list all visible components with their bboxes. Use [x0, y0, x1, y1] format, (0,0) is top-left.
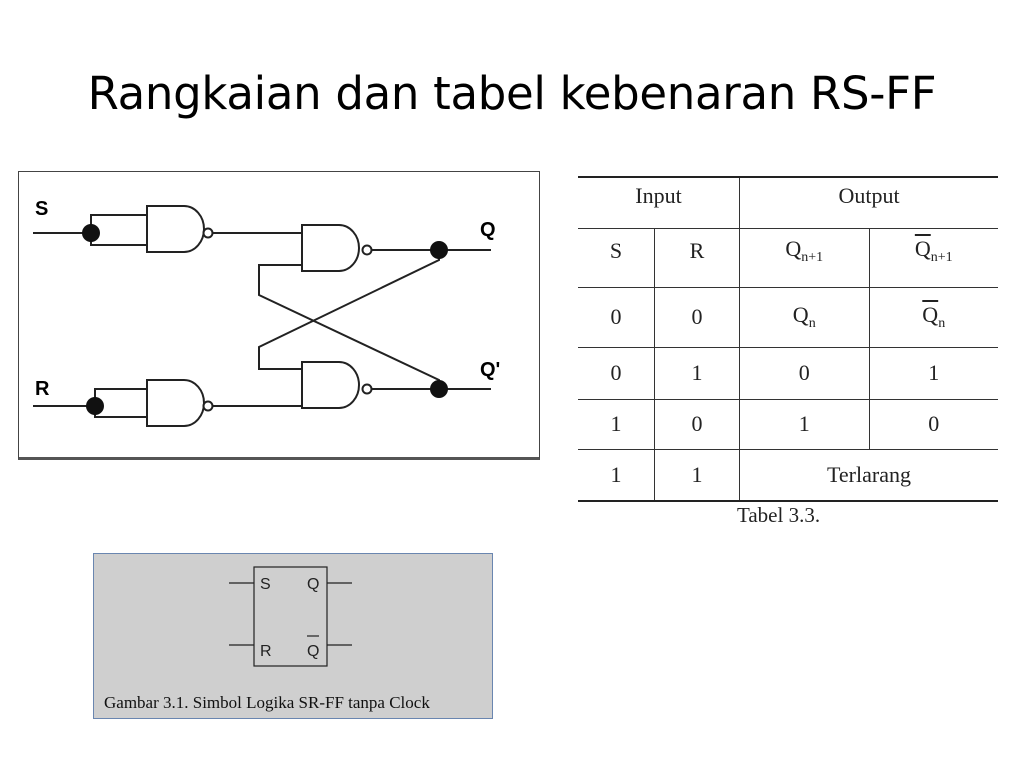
srff-symbol-figure: S R Q Q Gambar 3.1. Simbol Logika SR-FF … [93, 553, 493, 719]
label-q: Q [480, 219, 496, 241]
nand-bubble-upper [361, 244, 373, 256]
pin-q: Q [307, 576, 319, 593]
junction-dot [86, 397, 104, 415]
nand-bubble-s [202, 227, 214, 239]
nand-bubble-lower [361, 383, 373, 395]
col-r: R [654, 227, 740, 288]
nand-bubble-r [202, 400, 214, 412]
junction-dot [82, 224, 100, 242]
table-row: 0 1 0 1 [578, 346, 998, 400]
slide-title: Rangkaian dan tabel kebenaran RS-FF [87, 67, 937, 120]
table-row: 0 0 Qn Qn [578, 286, 998, 348]
pin-qbar: Q [307, 643, 319, 660]
nand-latch-schematic: S R Q Q' [33, 198, 500, 427]
nand-gate-lower [301, 361, 360, 409]
truth-table: Input Output S R Qn+1 Qn+1 0 0 Qn Qn 0 1… [578, 176, 998, 502]
symbol-caption: Gambar 3.1. Simbol Logika SR-FF tanpa Cl… [104, 693, 430, 712]
label-q-prime: Q' [480, 359, 500, 381]
flipflop-block [253, 566, 328, 667]
pin-s: S [260, 576, 271, 593]
col-q-next: Qn+1 [739, 227, 870, 288]
junction-dot [430, 241, 448, 259]
nand-gate-r [146, 379, 205, 427]
pin-r: R [260, 643, 272, 660]
table-row: 1 1 Terlarang [578, 448, 998, 502]
nand-gate-s [146, 205, 205, 253]
header-input: Input [578, 176, 740, 229]
srff-symbol: S R Q Q [229, 566, 352, 667]
junction-dot [430, 380, 448, 398]
table-caption: Tabel 3.3. [737, 503, 821, 527]
table-row: 1 0 1 0 [578, 398, 998, 450]
label-s: S [35, 198, 48, 220]
circuit-diagram: S R Q Q' [18, 171, 540, 460]
label-r: R [35, 378, 50, 400]
nand-gate-upper [301, 224, 360, 272]
header-output: Output [739, 176, 998, 229]
col-s: S [578, 227, 655, 288]
col-qbar-next: Qn+1 [868, 227, 998, 288]
cell-forbidden: Terlarang [739, 448, 998, 502]
